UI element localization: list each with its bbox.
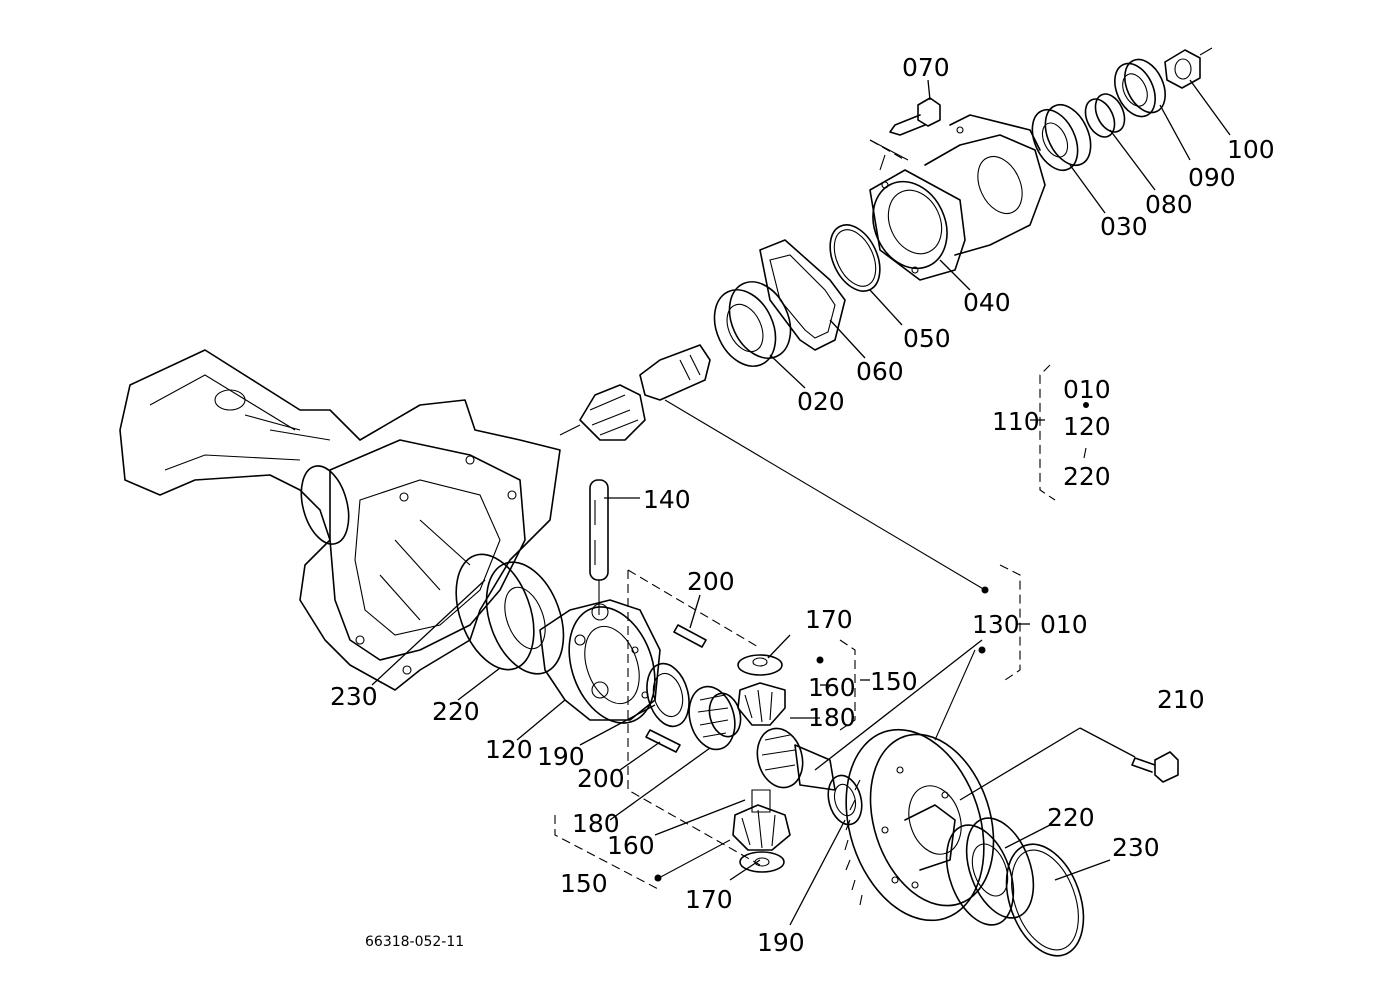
label-100: 100	[1227, 135, 1275, 164]
label-150-bottom: 150	[560, 869, 608, 898]
label-120: 120	[485, 735, 533, 764]
label-160-bottom: 160	[607, 831, 655, 860]
label-group-010: 010	[1063, 375, 1111, 404]
side-gear-180-right	[756, 727, 836, 791]
label-150-right: 150	[870, 667, 918, 696]
label-080: 080	[1145, 190, 1193, 219]
bolt-210	[1131, 751, 1179, 783]
label-180-bottom: 180	[572, 809, 620, 838]
thrust-washer-190-left	[646, 662, 690, 728]
bearing-220-left	[455, 553, 565, 675]
bolt-070	[869, 97, 941, 171]
label-230-right: 230	[1112, 833, 1160, 862]
nut-100	[1164, 47, 1213, 89]
spring-pin-200-bottom	[645, 729, 681, 753]
label-210: 210	[1157, 685, 1205, 714]
label-020: 020	[797, 387, 845, 416]
pinion-shaft-140	[589, 479, 609, 615]
label-050: 050	[903, 324, 951, 353]
label-200-top: 200	[687, 567, 735, 596]
axle-housing	[119, 349, 561, 691]
leader-lines	[371, 79, 1231, 926]
label-140: 140	[643, 485, 691, 514]
side-gear-180-left	[688, 685, 742, 751]
label-070: 070	[902, 53, 950, 82]
label-010-right: 010	[1040, 610, 1088, 639]
thrust-washer-190-right	[827, 774, 863, 826]
label-190-left: 190	[537, 742, 585, 771]
drive-pinion-shaft	[559, 344, 711, 441]
gasket-060	[759, 239, 846, 351]
pinion-gear-160-bottom	[732, 789, 791, 851]
label-200-bottom: 200	[577, 764, 625, 793]
label-030: 030	[1100, 212, 1148, 241]
label-group-220: 220	[1063, 462, 1111, 491]
label-110: 110	[992, 407, 1040, 436]
drawing-code: 66318-052-11	[365, 934, 464, 950]
label-160-right: 160	[808, 673, 856, 702]
oil-seal-090	[1114, 58, 1166, 118]
bearing-030	[1031, 103, 1092, 172]
spacer-080	[1084, 93, 1126, 138]
shim-230-right	[1005, 843, 1085, 957]
label-220-right: 220	[1047, 803, 1095, 832]
label-130: 130	[972, 610, 1020, 639]
label-180-right: 180	[808, 703, 856, 732]
pinion-gear-160-top	[737, 682, 786, 726]
label-090: 090	[1188, 163, 1236, 192]
label-group-120: 120	[1063, 412, 1111, 441]
label-040: 040	[963, 288, 1011, 317]
reference-dots	[654, 402, 1089, 882]
label-190-bottom: 190	[757, 928, 805, 957]
label-220-left: 220	[432, 697, 480, 726]
differential-case-120	[539, 599, 661, 724]
thrust-washer-170-top	[737, 654, 783, 676]
label-230-left: 230	[330, 682, 378, 711]
label-170-bottom: 170	[685, 885, 733, 914]
bearing-020	[713, 281, 792, 367]
spring-pin-200-top	[673, 624, 707, 648]
label-060: 060	[856, 357, 904, 386]
label-170-top: 170	[805, 605, 853, 634]
assembly-dashed-lines	[554, 139, 1056, 891]
o-ring-050	[829, 224, 881, 292]
part-labels: 070 100 090 080 030 040 050 060 020 110 …	[330, 53, 1275, 957]
ring-gear-130	[844, 728, 995, 922]
pinion-case-040	[869, 114, 1046, 281]
